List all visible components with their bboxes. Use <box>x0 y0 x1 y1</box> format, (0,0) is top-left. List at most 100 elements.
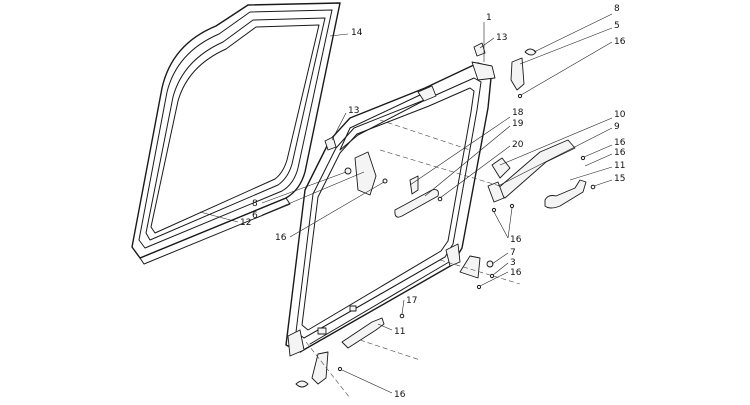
glass-pane-assembly <box>131 2 341 265</box>
leader-5 <box>519 27 613 65</box>
assembly-lines <box>305 119 521 399</box>
callout-16: 16 <box>510 235 522 245</box>
callout-16: 16 <box>614 37 626 47</box>
lower-hinge-screw-16 <box>476 284 482 290</box>
hinge-screw-16 <box>382 178 388 184</box>
hinge-pin-8 <box>344 167 352 175</box>
assembly-line <box>305 341 351 399</box>
callout-11: 11 <box>394 327 405 337</box>
latch-body <box>491 157 511 179</box>
lower-hardware <box>295 313 405 388</box>
door-frame-inner-lip <box>301 87 475 331</box>
door-frame-inner <box>295 77 482 339</box>
callout-3: 3 <box>510 258 516 268</box>
leader-10 <box>499 117 613 166</box>
door-frame-corner-bracket <box>471 61 496 81</box>
grab-handle-bar <box>544 179 587 209</box>
latch-screw-16 <box>509 203 515 209</box>
callout-14: 14 <box>351 28 363 38</box>
callout-labels: 1 13 14 8 5 16 13 18 19 20 10 9 16 16 11… <box>240 4 626 400</box>
leader-16g <box>341 369 393 394</box>
leader-16a <box>520 41 613 96</box>
leader-12 <box>199 211 239 223</box>
bracket-5 <box>510 57 525 91</box>
door-frame-lower-right-bracket <box>445 243 461 267</box>
callout-18: 18 <box>512 108 524 118</box>
latch-mechanism <box>487 139 586 213</box>
leader-3 <box>492 262 509 276</box>
bottom-hinge-pin <box>295 380 309 388</box>
leader-16c <box>584 153 613 167</box>
bottom-hinge-bracket <box>311 351 329 385</box>
lower-hinge-screw-3 <box>489 273 495 279</box>
callout-19: 19 <box>512 119 524 129</box>
latch-handle-lever <box>495 139 576 199</box>
latch-screw-16 <box>580 155 586 161</box>
leader-16b <box>583 144 613 158</box>
bumper-8 <box>524 48 537 56</box>
callout-20: 20 <box>512 140 524 150</box>
grab-handle <box>544 179 596 209</box>
callout-16: 16 <box>394 390 406 400</box>
leader-13b <box>331 112 347 141</box>
callout-7: 7 <box>510 248 516 258</box>
callout-16: 16 <box>614 138 626 148</box>
lower-hinge-bracket <box>459 255 495 290</box>
leader-8a <box>533 13 613 53</box>
glass-pane-inner-edge <box>138 9 333 249</box>
leader-6 <box>261 171 365 216</box>
callout-13: 13 <box>496 33 507 43</box>
callout-5: 5 <box>614 21 620 31</box>
door-frame-bottom-rail <box>303 256 450 345</box>
callout-8: 8 <box>252 199 258 209</box>
door-frame-top-hinge-block <box>417 85 437 102</box>
mirror-bracket <box>409 175 419 195</box>
leader-11a <box>569 166 613 181</box>
callout-6: 6 <box>252 211 258 221</box>
leader-20 <box>439 145 511 199</box>
assembly-line <box>379 149 501 187</box>
door-frame-bottom-tab <box>349 305 357 312</box>
glass-seal-strip-inner <box>150 24 320 234</box>
callout-13: 13 <box>348 106 359 116</box>
callout-8: 8 <box>614 4 620 14</box>
leader-18 <box>409 116 511 186</box>
callout-16: 16 <box>275 233 287 243</box>
hinge-spring-13 <box>324 136 337 151</box>
assembly-line <box>379 119 471 151</box>
latch-lock-9 <box>487 181 505 203</box>
leader-15 <box>593 179 613 187</box>
callout-1: 1 <box>486 13 492 23</box>
leader-lines <box>199 13 613 394</box>
glass-lower-channel <box>139 197 291 265</box>
leader-16d <box>289 181 385 238</box>
door-frame <box>285 61 496 357</box>
lower-hinge-plate <box>459 255 481 279</box>
leader-17 <box>401 299 405 315</box>
glass-seal-strip <box>145 17 326 241</box>
callout-10: 10 <box>614 110 626 120</box>
leader-9 <box>497 127 613 187</box>
door-frame-bottom-tab <box>317 327 327 335</box>
spring-13 <box>473 42 486 57</box>
callout-17: 17 <box>406 296 417 306</box>
callout-9: 9 <box>614 122 620 132</box>
latch-screw-16 <box>491 207 497 213</box>
lower-hinge-pin-7 <box>486 260 494 268</box>
leader-16f <box>479 271 509 287</box>
leader-13a <box>479 37 495 49</box>
leader-14 <box>329 33 349 37</box>
callout-11: 11 <box>614 161 625 171</box>
screw-16 <box>517 93 523 99</box>
handle-screw-15 <box>590 184 596 190</box>
mirror-body <box>394 189 439 218</box>
leader-7 <box>491 252 509 265</box>
inside-handle-screw-17 <box>399 313 405 319</box>
bottom-hinge-screw-16 <box>337 366 343 372</box>
callout-16: 16 <box>510 268 522 278</box>
callout-16: 16 <box>614 148 626 158</box>
door-frame-top-rail <box>339 94 426 151</box>
leader-16e <box>493 207 513 239</box>
